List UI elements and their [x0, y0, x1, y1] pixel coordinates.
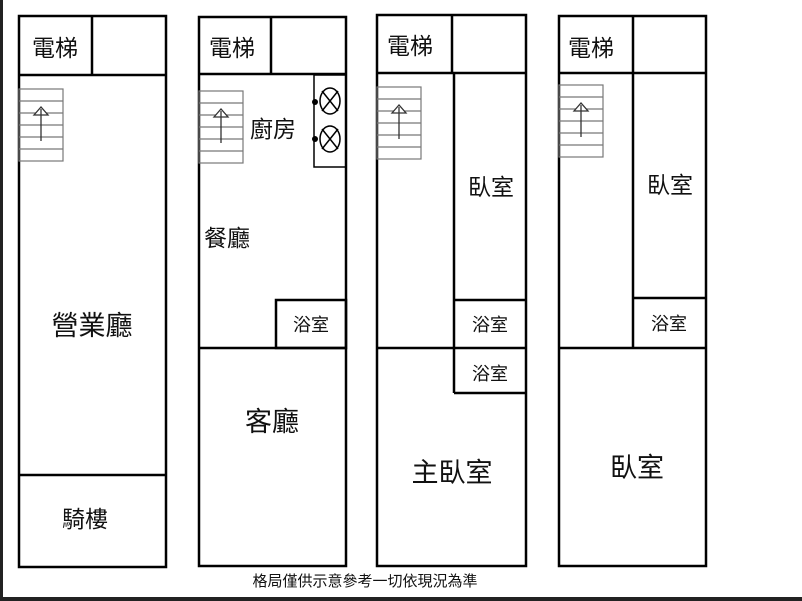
room-label-master-bedroom: 主臥室: [412, 458, 493, 489]
stair-up-icon: [198, 90, 244, 164]
room-label-living: 客廳: [245, 407, 299, 438]
room-label-elevator: 電梯: [568, 36, 614, 62]
room-label-arcade: 騎樓: [62, 507, 108, 533]
stair-up-icon: [376, 86, 422, 160]
room-label-business-hall: 營業廳: [52, 311, 133, 342]
frame-bottom-edge: [0, 597, 802, 601]
room-label-bathroom: 浴室: [293, 315, 329, 336]
frame-left-edge: [0, 0, 3, 601]
room-label-elevator: 電梯: [32, 36, 78, 62]
plan-floor-4: 電梯 臥室 浴室 臥室: [557, 14, 708, 568]
room-label-elevator: 電梯: [209, 36, 255, 62]
room-label-elevator: 電梯: [387, 34, 433, 60]
stair-up-icon: [558, 84, 604, 158]
stair-up-icon: [18, 88, 64, 162]
room-label-bathroom-2: 浴室: [472, 364, 508, 385]
plan-floor-1: 電梯 營業廳 騎樓: [17, 14, 168, 569]
room-label-bedroom-2: 臥室: [610, 453, 664, 484]
room-label-kitchen: 廚房: [250, 117, 296, 143]
disclaimer-caption: 格局僅供示意參考一切依現況為準: [252, 572, 477, 590]
stove-burner-icon: [312, 87, 341, 153]
plan-floor-2: 電梯 廚房 餐廳 浴室 客廳: [197, 15, 348, 568]
room-label-bathroom: 浴室: [651, 314, 687, 335]
kitchen-counter: [313, 74, 347, 168]
room-label-bedroom-1: 臥室: [647, 173, 693, 199]
room-label-bedroom: 臥室: [468, 175, 514, 201]
room-label-dining: 餐廳: [204, 226, 250, 252]
room-label-bathroom-1: 浴室: [472, 315, 508, 336]
plan-floor-3: 電梯 臥室 浴室 浴室 主臥室: [375, 13, 528, 568]
